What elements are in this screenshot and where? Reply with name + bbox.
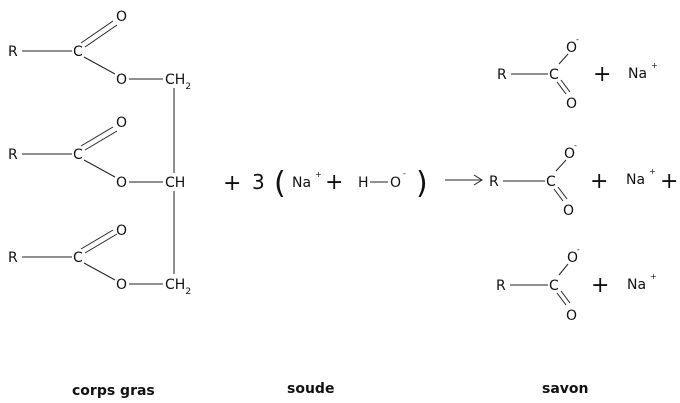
r-group: R [8, 147, 18, 163]
negative-charge: - [403, 169, 406, 178]
arrow-head [473, 174, 483, 186]
negative-charge: - [574, 141, 577, 150]
r-group: R [489, 174, 499, 190]
sodium-hydroxide: + 3 ( Na + + H O - ) [223, 166, 428, 201]
oxygen-atom: O [116, 72, 127, 88]
carboxylate-1: R C O - O + Na + [497, 35, 658, 112]
bond [83, 56, 116, 75]
carboxylate-2: R C O - O + Na + + [489, 141, 678, 219]
close-parenthesis: ) [416, 166, 428, 201]
label-base: soude [287, 381, 334, 397]
triglyceride: R C O O CH2 R C O O CH R [8, 9, 191, 297]
positive-charge: + [315, 170, 322, 179]
double-bond [84, 24, 118, 48]
reaction-arrow [445, 174, 483, 186]
double-bond [84, 233, 118, 254]
plus-sign: + [590, 169, 608, 194]
oxygen-atom: O [116, 223, 127, 239]
plus-sign: + [591, 273, 609, 298]
bond [555, 159, 567, 172]
r-group: R [497, 67, 507, 83]
ester-group-2: R C O O CH [8, 115, 185, 191]
sodium-ion: Na [628, 66, 647, 82]
hydroxide-oxygen: O [390, 175, 401, 191]
carbon-atom: C [546, 174, 556, 190]
bond [83, 159, 116, 178]
oxygen-atom: O [566, 308, 577, 324]
bond [558, 263, 569, 276]
plus-sign: + [325, 170, 343, 195]
double-bond [556, 292, 567, 306]
carbon-atom: C [73, 250, 83, 266]
double-bond [560, 290, 571, 304]
negative-charge: - [577, 245, 580, 254]
positive-charge: + [651, 61, 658, 70]
ch2-group: CH2 [165, 277, 191, 297]
r-group: R [496, 278, 506, 294]
plus-sign: + [223, 171, 241, 196]
oxygen-atom: O [116, 115, 127, 131]
negative-charge: - [576, 35, 579, 44]
carbon-atom: C [549, 278, 559, 294]
r-group: R [8, 44, 18, 60]
double-bond [553, 188, 564, 202]
oxygen-atom: O [566, 96, 577, 112]
ch2-group: CH2 [165, 72, 191, 92]
hydrogen-atom: H [358, 175, 369, 191]
bond [83, 262, 116, 281]
carbon-atom: C [73, 147, 83, 163]
double-bond [80, 126, 114, 147]
label-fat: corps gras [72, 383, 155, 399]
carbon-atom: C [549, 67, 559, 83]
carbon-atom: C [73, 44, 83, 60]
sodium-ion: Na [627, 277, 646, 293]
oxygen-atom: O [116, 9, 127, 25]
ester-group-1: R C O O CH2 [8, 9, 191, 92]
double-bond [80, 229, 114, 250]
double-bond [84, 130, 118, 151]
bond [558, 53, 569, 65]
positive-charge: + [649, 167, 656, 176]
open-parenthesis: ( [274, 166, 286, 201]
oxygen-atom: O [116, 277, 127, 293]
sodium-ion: Na [292, 175, 311, 191]
sodium-ion: Na [626, 172, 645, 188]
r-group: R [8, 250, 18, 266]
double-bond [560, 79, 571, 93]
oxygen-atom: O [566, 40, 577, 56]
plus-sign: + [660, 169, 678, 194]
double-bond [557, 186, 568, 200]
carboxylate-3: R C O - O + Na + [496, 245, 657, 324]
ester-group-3: R C O O CH2 [8, 223, 191, 297]
label-soap: savon [542, 381, 589, 397]
ch-group: CH [165, 175, 185, 191]
oxygen-atom: O [563, 203, 574, 219]
positive-charge: + [650, 272, 657, 281]
plus-sign: + [593, 62, 611, 87]
oxygen-atom: O [116, 175, 127, 191]
oxygen-atom: O [564, 146, 575, 162]
double-bond [80, 20, 114, 44]
oxygen-atom: O [567, 250, 578, 266]
double-bond [556, 81, 567, 95]
coefficient: 3 [252, 170, 265, 194]
